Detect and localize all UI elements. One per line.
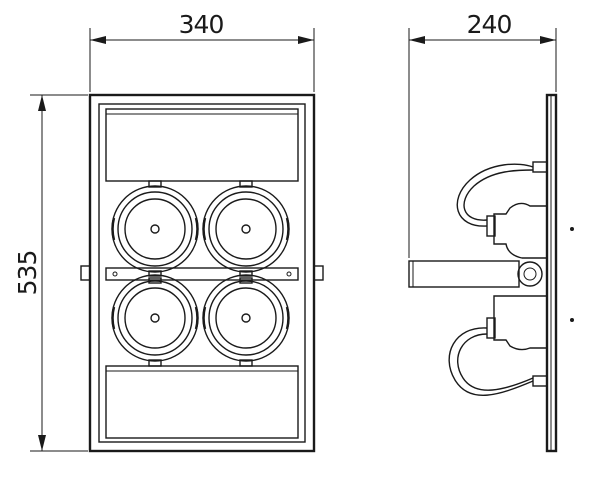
height-dimension: 535: [13, 94, 88, 452]
top-panel: [105, 108, 299, 182]
front-view: [80, 93, 324, 453]
front-housing: [88, 93, 316, 453]
bottom-panel: [105, 365, 299, 439]
mounting-arm: [408, 260, 520, 288]
depth-dimension: 240: [408, 10, 557, 258]
width-dimension: 340: [89, 10, 315, 92]
front-housing-inner: [98, 103, 306, 443]
height-label: 535: [13, 251, 42, 296]
lamp-top-left: [111, 180, 199, 277]
lower-cable: [448, 327, 534, 396]
left-bracket: [80, 265, 91, 281]
middle-rail: [105, 267, 299, 281]
lower-lamp-body: [493, 295, 548, 351]
lamp-bottom-left: [111, 274, 199, 367]
pivot: [517, 261, 543, 287]
lamp-bottom-right: [202, 274, 290, 367]
upper-lamp-body: [493, 202, 548, 259]
depth-label: 240: [467, 10, 512, 39]
upper-cable: [456, 163, 534, 227]
right-bracket: [313, 265, 324, 281]
width-label: 340: [179, 10, 224, 39]
side-view: [408, 93, 574, 453]
lamp-top-right: [202, 180, 290, 277]
